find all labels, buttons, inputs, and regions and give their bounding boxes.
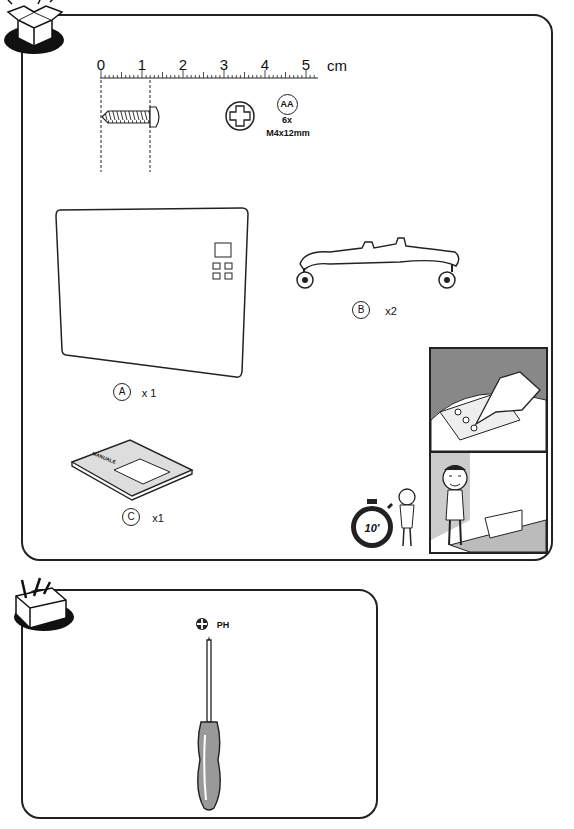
- ruler-tick: [146, 75, 147, 78]
- heater-panel: [56, 208, 248, 377]
- tool-size: PH: [217, 621, 230, 630]
- ruler-tick: [244, 72, 245, 78]
- ruler-tick: [133, 75, 134, 78]
- ruler-tick: [117, 75, 118, 78]
- time-label: 10': [365, 523, 380, 534]
- box-icon: [4, 0, 64, 54]
- ruler-tick: [273, 75, 274, 78]
- assembly-inset: [430, 348, 547, 553]
- ruler-tick: [297, 75, 298, 78]
- ruler-number: 3: [220, 57, 228, 72]
- ruler-tick: [252, 75, 253, 78]
- ruler-tick: [137, 75, 138, 78]
- ruler-tick: [240, 75, 241, 78]
- ruler-tick: [314, 75, 315, 78]
- ruler-tick: [150, 75, 151, 78]
- ruler-tick: [105, 75, 106, 78]
- ruler-number: 0: [97, 57, 105, 72]
- ruler-tick: [256, 75, 257, 78]
- ruler-tick: [113, 75, 114, 78]
- ruler-tick: [199, 75, 200, 78]
- screwdriver: [198, 636, 221, 810]
- manual-title: MANUALE: [91, 451, 116, 465]
- ruler-tick: [289, 75, 290, 78]
- callout-letter: A: [119, 387, 126, 397]
- ruler-ticks: [101, 70, 314, 78]
- ruler-tick: [191, 75, 192, 78]
- quantity-label: 6x: [282, 116, 292, 125]
- quantity-label: x1: [152, 513, 164, 524]
- ruler-number: 4: [261, 57, 269, 72]
- ruler-tick: [187, 75, 188, 78]
- ruler-tick: [215, 75, 216, 78]
- screw-head-symbol: [226, 102, 254, 130]
- measure-line: [101, 80, 102, 172]
- ruler-tick: [166, 75, 167, 78]
- callout-circle: B: [352, 301, 370, 319]
- ruler-tick: [162, 72, 163, 78]
- ruler-tick: [195, 75, 196, 78]
- ruler-tick: [158, 75, 159, 78]
- ruler-tick: [219, 75, 220, 78]
- person-figure: [399, 489, 415, 546]
- quantity-label: x2: [385, 306, 397, 317]
- ruler-tick: [232, 75, 233, 78]
- callout-circle: AA: [277, 94, 298, 115]
- ruler-tick: [125, 75, 126, 78]
- callout-letter: AA: [281, 100, 294, 109]
- caster-foot: [297, 238, 459, 288]
- ruler-tick: [248, 75, 249, 78]
- quantity-label: M4x12mm: [266, 129, 310, 138]
- tools-panel: [22, 590, 377, 818]
- callout-circle: C: [122, 508, 140, 526]
- phillips-symbol: [196, 618, 208, 630]
- ruler-tick: [178, 75, 179, 78]
- callout-letter: C: [127, 512, 134, 522]
- ruler-tick: [154, 75, 155, 78]
- ruler-tick: [236, 75, 237, 78]
- ruler-tick: [277, 75, 278, 78]
- ruler-tick: [129, 75, 130, 78]
- ruler-tick: [211, 75, 212, 78]
- ruler-tick: [285, 72, 286, 78]
- ruler-number: 1: [138, 57, 146, 72]
- ruler-tick: [293, 75, 294, 78]
- ruler-tick: [269, 75, 270, 78]
- ruler-tick: [310, 75, 311, 78]
- toolbox-icon: [14, 578, 74, 631]
- ruler-tick: [228, 75, 229, 78]
- ruler-number: 2: [179, 57, 187, 72]
- ruler-tick: [207, 75, 208, 78]
- callout-letter: B: [358, 305, 365, 315]
- ruler-tick: [260, 75, 261, 78]
- parts-panel: [22, 15, 552, 560]
- ruler-number: 5: [302, 57, 310, 72]
- quantity-label: x 1: [142, 388, 157, 399]
- callout-circle: A: [113, 383, 131, 401]
- stopwatch: [351, 499, 393, 548]
- ruler-number: cm: [327, 58, 347, 73]
- ruler-tick: [301, 75, 302, 78]
- ruler-tick: [203, 72, 204, 78]
- ruler-tick: [109, 75, 110, 78]
- ruler-tick: [121, 72, 122, 78]
- ruler-tick: [170, 75, 171, 78]
- screw: [102, 107, 159, 127]
- manual-booklet: [72, 440, 192, 500]
- ruler-tick: [174, 75, 175, 78]
- ruler-tick: [281, 75, 282, 78]
